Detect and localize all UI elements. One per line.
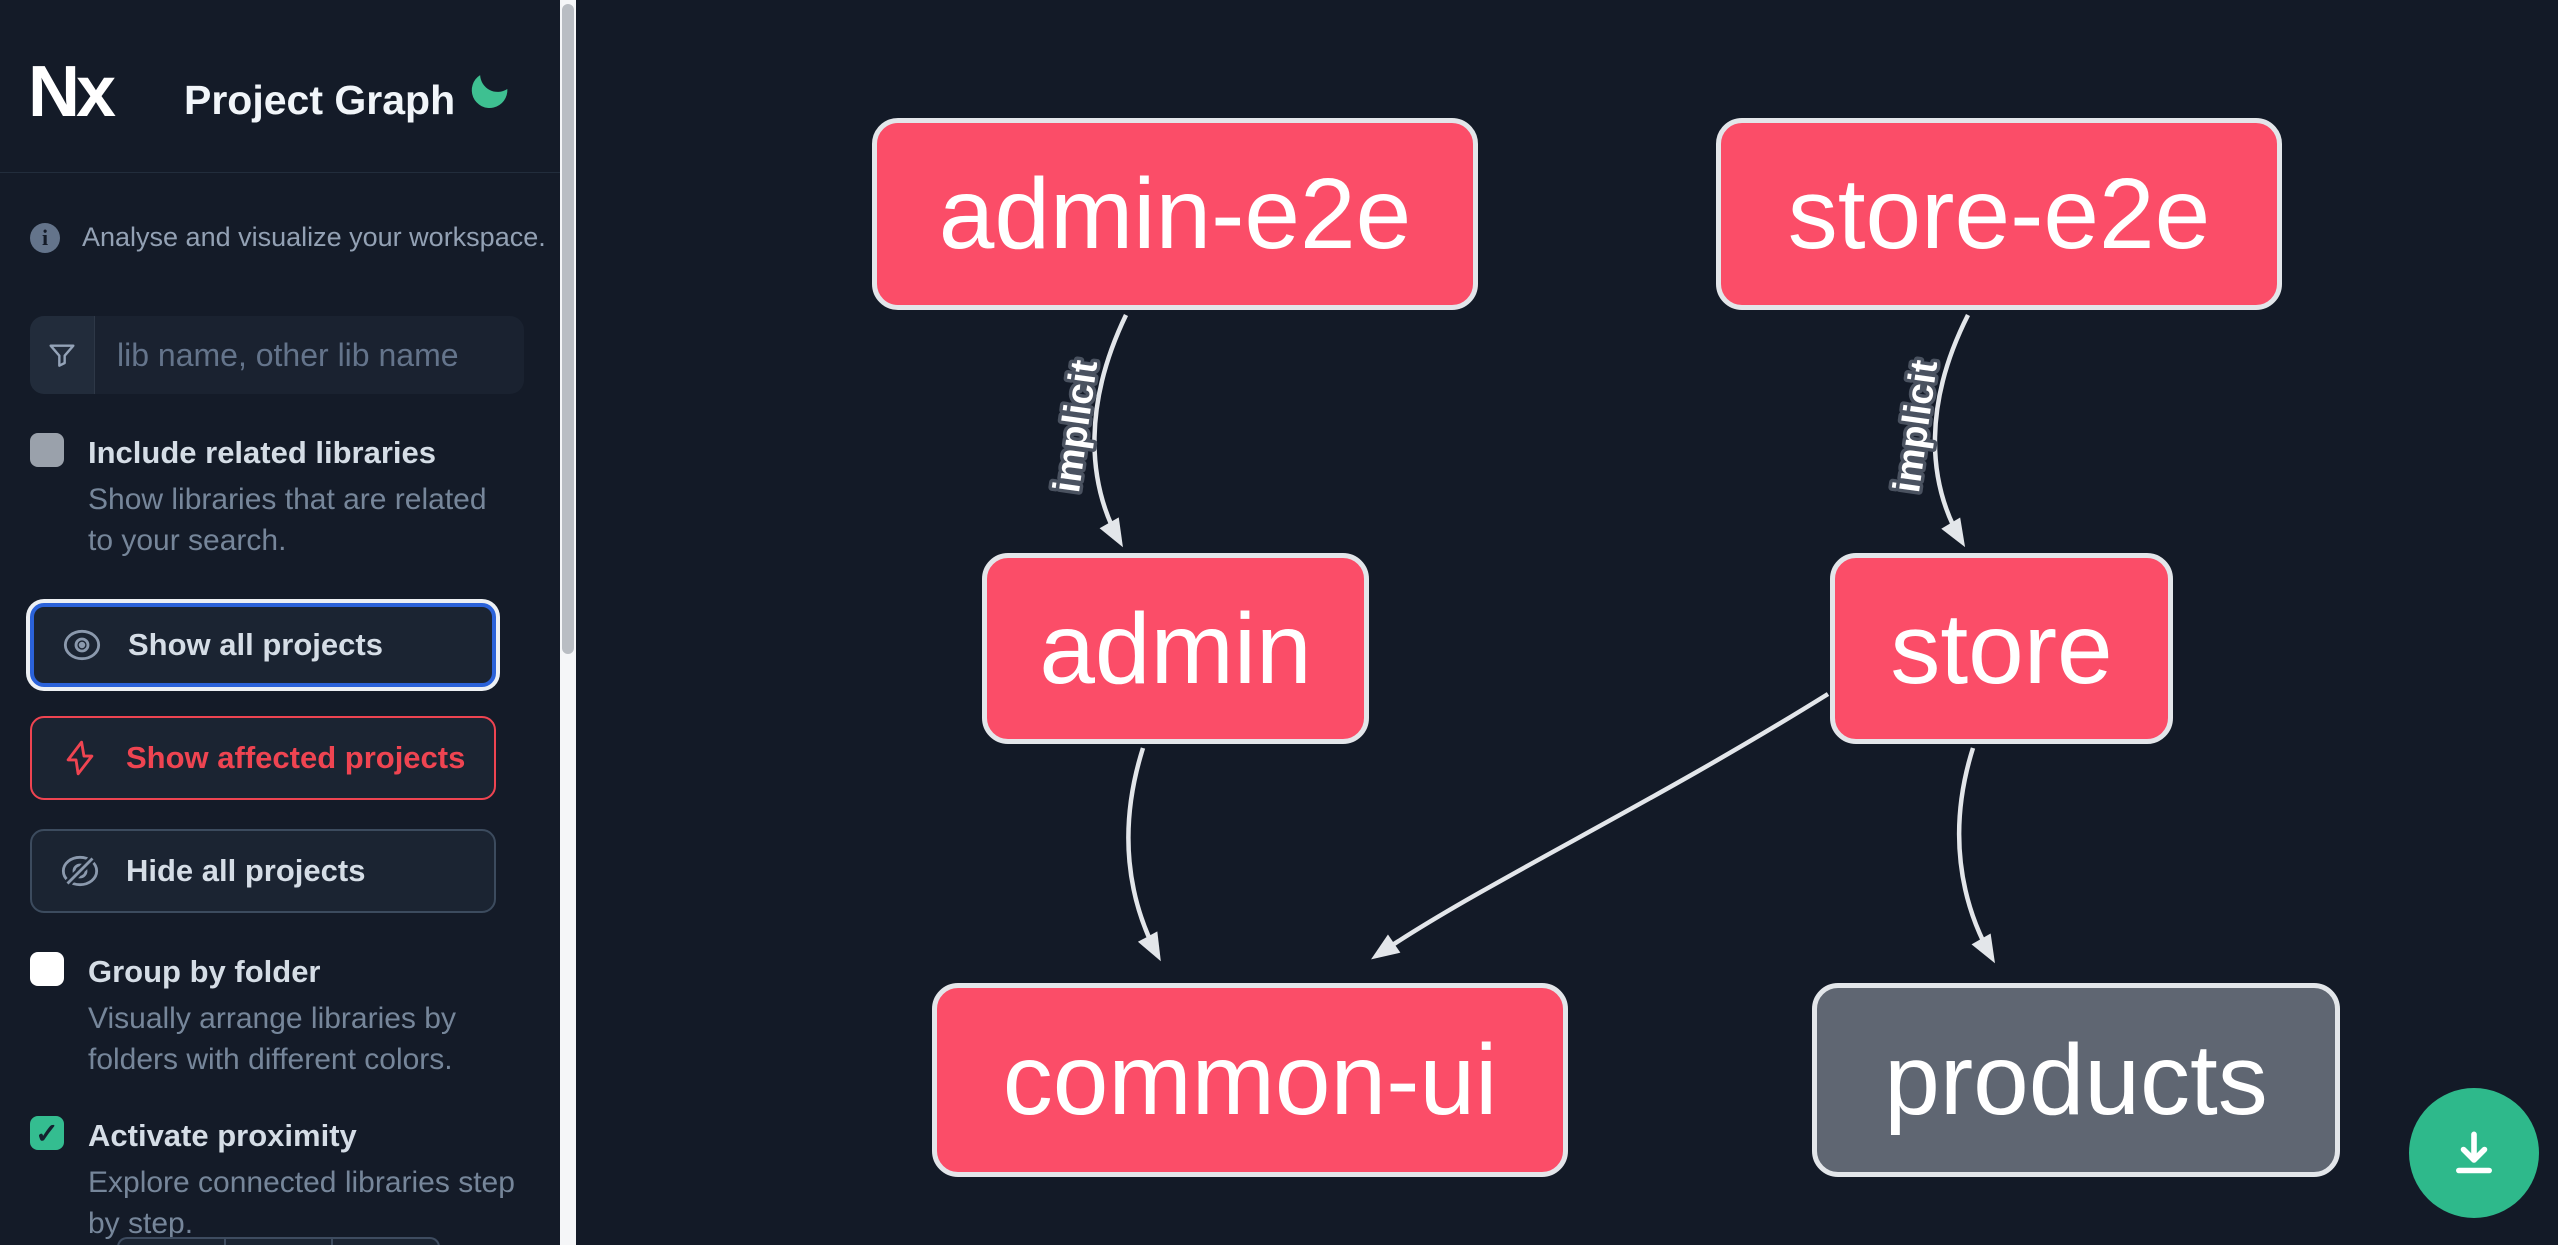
show-affected-projects-button[interactable]: Show affected projects (30, 716, 496, 800)
sidebar-scrollbar-thumb[interactable] (562, 4, 574, 654)
group-by-folder-checkbox[interactable] (30, 952, 64, 986)
hide-all-projects-button[interactable]: Hide all projects (30, 829, 496, 913)
bolt-icon (60, 738, 100, 778)
theme-toggle-button[interactable] (466, 66, 514, 114)
workspace-info-row: i Analyse and visualize your workspace. (30, 222, 546, 253)
proximity-stepper[interactable] (117, 1237, 440, 1245)
sidebar: Nx Project Graph i Analyse and visualize… (0, 0, 560, 1245)
edge-store-to-products (1956, 747, 1995, 964)
edge-admin-e2e-to-admin (1092, 314, 1129, 548)
include-related-checkbox[interactable] (30, 433, 64, 467)
activate-proximity-checkbox[interactable]: ✓ (30, 1116, 64, 1150)
graph-node-admin-e2e[interactable]: admin-e2e (872, 118, 1478, 310)
activate-proximity-label: Activate proximity (88, 1118, 357, 1153)
filter-icon (30, 316, 95, 394)
activate-proximity-row: ✓ Activate proximity Explore connected l… (30, 1116, 540, 1244)
include-related-label: Include related libraries (88, 435, 437, 470)
group-by-folder-row: Group by folder Visually arrange librari… (30, 952, 530, 1080)
activate-proximity-description: Explore connected libraries step by step… (88, 1166, 515, 1240)
info-icon: i (30, 222, 60, 253)
stepper-decrement-segment[interactable] (119, 1239, 226, 1245)
library-filter-field (30, 316, 524, 394)
eye-icon (62, 625, 102, 665)
graph-node-admin[interactable]: admin (982, 553, 1369, 744)
edge-admin-to-common-ui (1126, 747, 1161, 962)
download-graph-button[interactable] (2409, 1088, 2539, 1218)
search-input[interactable] (95, 316, 524, 394)
group-by-folder-label: Group by folder (88, 954, 321, 989)
eye-off-icon (60, 851, 100, 891)
edge-store-to-common-ui (1371, 692, 1830, 960)
moon-icon (471, 75, 508, 108)
nx-logo[interactable]: Nx (28, 52, 116, 132)
stepper-increment-segment[interactable] (333, 1239, 438, 1245)
graph-node-store-e2e[interactable]: store-e2e (1716, 118, 2282, 310)
download-icon (2456, 1131, 2492, 1174)
graph-node-common-ui[interactable]: common-ui (932, 983, 1568, 1177)
stepper-value-segment (226, 1239, 333, 1245)
include-related-description: Show libraries that are related to your … (88, 483, 487, 557)
workspace-tagline: Analyse and visualize your workspace. (82, 222, 546, 252)
page-title: Project Graph (184, 77, 456, 123)
group-by-folder-description: Visually arrange libraries by folders wi… (88, 1002, 456, 1076)
include-related-row: Include related libraries Show libraries… (30, 433, 530, 561)
graph-node-products[interactable]: products (1812, 983, 2340, 1177)
edge-store-e2e-to-store (1932, 313, 1971, 548)
sidebar-scrollbar-track[interactable] (560, 0, 576, 1245)
header-divider (0, 172, 560, 173)
show-all-projects-button[interactable]: Show all projects (30, 603, 496, 687)
graph-node-store[interactable]: store (1830, 553, 2173, 744)
